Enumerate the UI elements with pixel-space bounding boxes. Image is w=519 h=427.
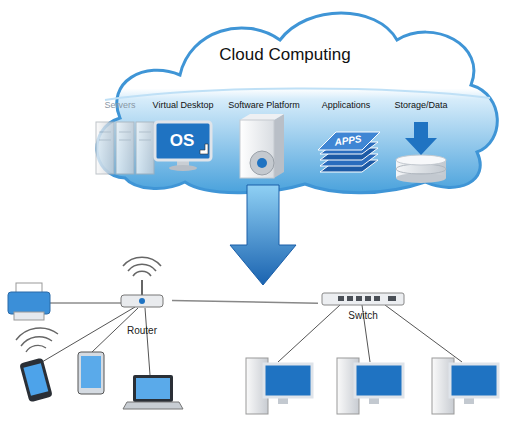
monitor-stand: [278, 395, 288, 404]
box-side: [274, 114, 284, 178]
network-cable: [172, 301, 318, 304]
wire: [385, 305, 462, 362]
printer-body: [8, 292, 50, 314]
tablet-screen: [81, 356, 101, 388]
monitor-stand: [177, 158, 189, 167]
pc-monitor: [450, 364, 498, 397]
software-box: [240, 114, 284, 178]
cursor-hand: [200, 144, 208, 154]
device-node: Router: [112, 262, 172, 338]
device-node: Switch: [318, 287, 408, 321]
monitor-stand: [369, 395, 379, 404]
laptop-base: [123, 402, 183, 409]
cloud-title: Cloud Computing: [185, 45, 385, 65]
device-label: Router: [112, 325, 172, 336]
router-body: [121, 295, 163, 307]
cloud-band-line: [105, 88, 490, 100]
pc-tower: [432, 358, 454, 414]
wifi-waves: [123, 257, 161, 276]
storage-icon: [396, 122, 446, 183]
monitor-icon: [155, 122, 211, 171]
app-layer: [320, 148, 378, 160]
phone-body: [19, 358, 53, 403]
wire: [42, 307, 135, 362]
pc-icon: [246, 358, 312, 414]
tablet-body: [78, 352, 104, 394]
box-top: [240, 114, 284, 120]
app-layer: [318, 132, 380, 150]
server-tower: [116, 122, 134, 174]
phone-screen: [23, 363, 48, 396]
pc-icon: [337, 358, 403, 414]
wire: [278, 305, 340, 362]
cloud-shape: [97, 13, 497, 193]
switch-ports: [338, 296, 396, 301]
server-tower: [96, 122, 114, 174]
disk-bottom: [396, 173, 446, 183]
laptop-lid: [133, 375, 173, 402]
monitor-stand: [464, 395, 474, 404]
cloud-node: Cloud Computing: [85, 0, 505, 195]
laptop-icon: [123, 375, 183, 409]
printer-tray: [14, 312, 44, 320]
box-front: [240, 120, 274, 178]
switch-icon: [322, 293, 404, 305]
big-down-arrow: [230, 185, 296, 285]
switch-body: [322, 293, 404, 305]
monitor-screen: [155, 122, 211, 160]
server-slots: [99, 132, 151, 140]
device-label: Switch: [318, 310, 408, 321]
pc-tower: [337, 358, 359, 414]
app-layer: [320, 142, 378, 154]
pc-tower: [246, 358, 268, 414]
pc-monitor: [355, 364, 403, 397]
wires: [42, 303, 462, 375]
apps-stack: [318, 132, 380, 172]
phone-icon: [16, 328, 58, 402]
wifi-waves: [16, 328, 58, 352]
laptop-screen: [136, 378, 170, 399]
printer-paper: [16, 283, 42, 295]
app-layer: [320, 154, 378, 166]
router-light: [139, 298, 145, 304]
server-tower: [136, 122, 154, 174]
download-arrow: [405, 122, 437, 155]
router-icon: [121, 257, 163, 307]
wire: [50, 303, 140, 304]
app-layer: [320, 160, 378, 172]
cloud-outline: [85, 0, 505, 195]
disk-body: [396, 160, 446, 178]
disk-top: [396, 155, 446, 165]
pc-monitor: [264, 364, 312, 397]
monitor-base: [169, 165, 197, 171]
disc-center: [257, 158, 267, 168]
router-antenna: [141, 280, 143, 296]
disk-ring: [396, 164, 446, 174]
wire: [145, 308, 150, 375]
tablet-icon: [78, 352, 104, 394]
pc-icon: [432, 358, 498, 414]
printer-icon: [8, 283, 50, 320]
disc: [250, 151, 274, 175]
server-icons: [96, 122, 154, 174]
